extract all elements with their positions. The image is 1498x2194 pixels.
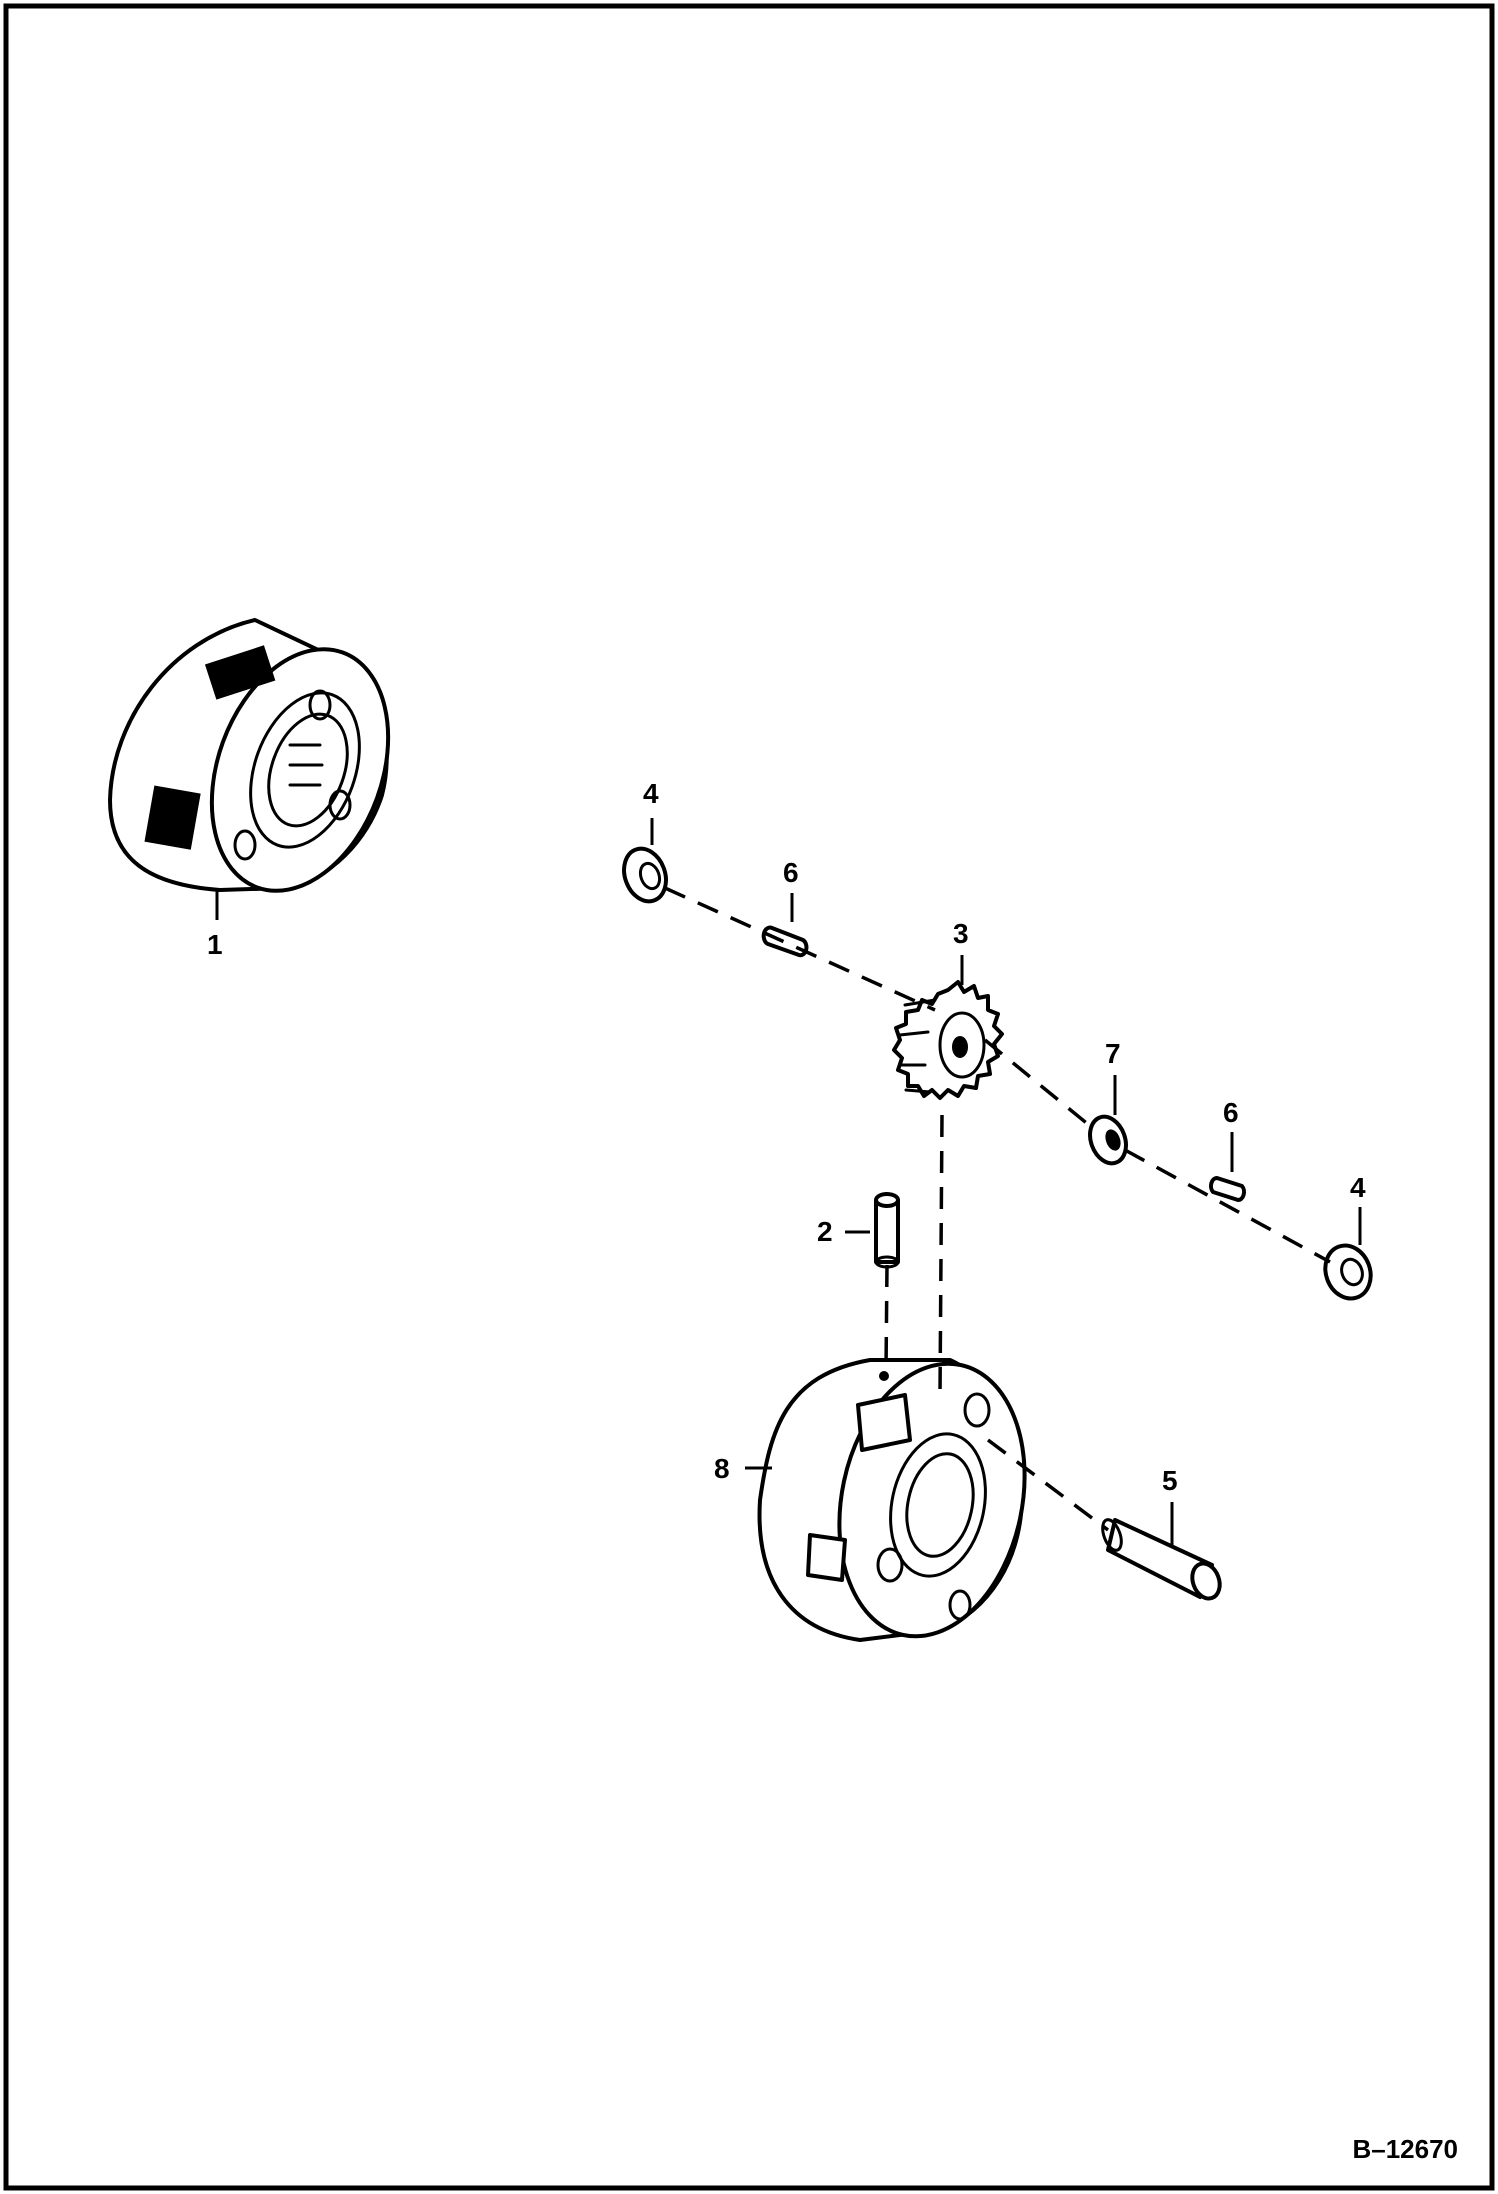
callout-4-lower: 4 [1350, 1172, 1366, 1203]
callout-7: 7 [1105, 1038, 1121, 1069]
pin-to-housing-line [884, 1264, 889, 1371]
figure-id: B–12670 [1352, 2134, 1458, 2164]
shaft-to-housing-line [986, 1438, 1110, 1532]
axis-line-upper [664, 886, 936, 1012]
part-6-needle-roller-upper [761, 925, 809, 958]
callout-3: 3 [953, 918, 969, 949]
frame-border [3, 3, 1495, 2191]
callout-8: 8 [714, 1453, 730, 1484]
part-8-carrier-housing [757, 1358, 1027, 1642]
part-5-planet-shaft [1101, 1518, 1222, 1601]
axis-line-mid [983, 1038, 1097, 1132]
callout-4-upper: 4 [643, 778, 659, 809]
part-6-needle-roller-lower [1208, 1175, 1247, 1203]
part-1-planet-carrier [108, 618, 391, 893]
callout-5: 5 [1162, 1465, 1178, 1496]
assembly-lines [664, 886, 1331, 1532]
part-4-thrust-washer-upper [622, 846, 668, 904]
part-4-thrust-washer-lower [1323, 1243, 1373, 1301]
part-2-roll-pin [874, 1192, 900, 1269]
leader-lines [215, 818, 1362, 1545]
callout-6-upper: 6 [783, 857, 799, 888]
axis-line-lower [1124, 1148, 1331, 1264]
callout-2: 2 [817, 1216, 833, 1247]
part-7-spacer-washer [1088, 1114, 1128, 1166]
part-3-planet-gear [892, 980, 1004, 1100]
callout-1: 1 [207, 929, 223, 960]
callout-6-lower: 6 [1223, 1097, 1239, 1128]
gear-to-housing-line [938, 1114, 944, 1396]
